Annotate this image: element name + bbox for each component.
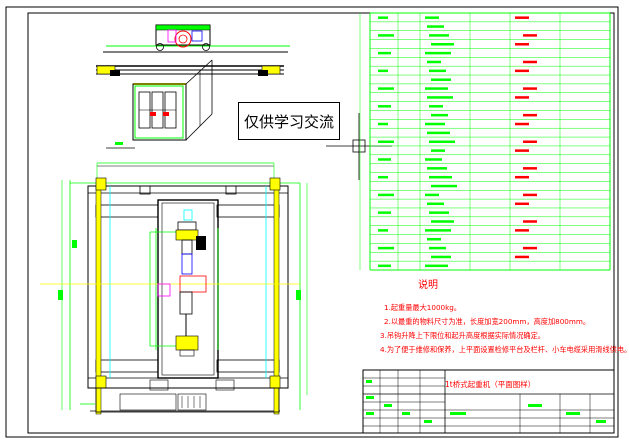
- top-elevation-view: [96, 24, 290, 149]
- parts-table-cell-mark: [523, 87, 537, 90]
- parts-table-cell-mark: [431, 184, 457, 188]
- parts-table-cell-mark: [378, 69, 388, 73]
- note-2: 2.以最重的物料尺寸为准，长度加宽200mm，高度加800mm。: [384, 317, 591, 326]
- parts-list-table: [359, 12, 611, 271]
- parts-table-cell-mark: [429, 34, 449, 37]
- parts-table-cell-mark: [425, 158, 442, 161]
- parts-table-cell-mark: [378, 51, 391, 55]
- parts-table-cell-mark: [378, 87, 394, 90]
- parts-table-cell-mark: [431, 43, 454, 46]
- note-4: 4.为了便于维修和保养，上平面设置检修平台及栏杆、小车电缆采用滑线供电。: [380, 345, 629, 354]
- parts-table-cell-mark: [515, 43, 529, 46]
- parts-table-cell-mark: [425, 229, 451, 232]
- parts-table-cell-mark: [425, 193, 439, 197]
- parts-table-cell-mark: [515, 122, 529, 126]
- watermark-box: 仅供学习交流: [238, 102, 340, 140]
- parts-table-cell-mark: [425, 16, 439, 19]
- notes-title: 说明: [418, 280, 438, 291]
- parts-table-cell-mark: [378, 140, 394, 143]
- title-block-drawing-title: 1t桥式起重机（平面图样）: [445, 380, 536, 389]
- parts-table-cell-mark: [523, 34, 537, 37]
- parts-table-cell-mark: [431, 255, 451, 259]
- parts-table-cell-mark: [429, 69, 446, 73]
- parts-table-cell-mark: [378, 229, 388, 232]
- parts-table-cell-mark: [515, 16, 529, 19]
- parts-table-cell-mark: [515, 69, 529, 73]
- parts-table-cell-mark: [523, 246, 537, 250]
- parts-table-cell-mark: [378, 158, 391, 161]
- parts-table-cell-mark: [378, 122, 388, 126]
- parts-table-cell-mark: [429, 246, 446, 250]
- parts-table-cell-mark: [515, 96, 529, 99]
- parts-table-cell-mark: [378, 264, 391, 268]
- parts-table-cell-mark: [378, 246, 394, 250]
- parts-table-cell-mark: [523, 167, 537, 170]
- parts-table-cell-mark: [427, 131, 450, 135]
- parts-table-cell-mark: [515, 202, 529, 206]
- parts-table-cell-mark: [431, 78, 451, 81]
- parts-table-cell-mark: [378, 211, 391, 214]
- parts-table-cell-mark: [515, 175, 529, 179]
- parts-table-cell-mark: [378, 16, 388, 19]
- note-1: 1.起重量最大1000kg。: [384, 303, 461, 312]
- parts-table-cell-mark: [425, 264, 448, 268]
- parts-table-cell-mark: [427, 167, 447, 170]
- parts-table-cell-mark: [427, 60, 441, 64]
- parts-table-cell-mark: [523, 113, 537, 117]
- parts-table-cell-mark: [523, 140, 537, 143]
- parts-table-cell-mark: [429, 105, 443, 108]
- parts-table-cell-mark: [427, 237, 441, 241]
- main-plan-view: [40, 162, 308, 415]
- parts-table-cell-mark: [523, 193, 537, 197]
- parts-table-cell-mark: [378, 175, 388, 179]
- parts-table-cell-mark: [427, 25, 444, 28]
- parts-table-cell-mark: [427, 96, 453, 99]
- parts-table-cell-mark: [515, 229, 529, 232]
- parts-table-cell-mark: [425, 51, 451, 55]
- parts-table-cell-mark: [429, 175, 452, 179]
- parts-table-cell-mark: [515, 255, 529, 259]
- drawing-frame-outer: [5, 6, 619, 438]
- parts-table-cell-mark: [515, 149, 529, 152]
- title-block-grid: [362, 369, 615, 434]
- parts-table-cell-mark: [378, 105, 391, 108]
- note-3: 3.吊钩升降上下限位和起升高度根据实际情况确定。: [380, 331, 545, 340]
- parts-table-cell-mark: [429, 140, 455, 143]
- parts-table-cell-mark: [523, 220, 537, 223]
- parts-table-cell-mark: [427, 202, 444, 206]
- parts-table-cell-mark: [378, 34, 394, 37]
- drawing-frame-inner: [27, 12, 615, 434]
- watermark-text: 仅供学习交流: [243, 112, 334, 131]
- parts-table-cell-mark: [429, 211, 449, 214]
- parts-table-cell-mark: [431, 113, 448, 117]
- parts-table-cell-mark: [425, 122, 445, 126]
- parts-table-cell-mark: [431, 149, 445, 152]
- parts-table-cell-mark: [431, 220, 454, 223]
- parts-table-cell-mark: [378, 193, 394, 197]
- parts-table-cell-mark: [425, 87, 448, 90]
- parts-table-cell-mark: [523, 60, 537, 64]
